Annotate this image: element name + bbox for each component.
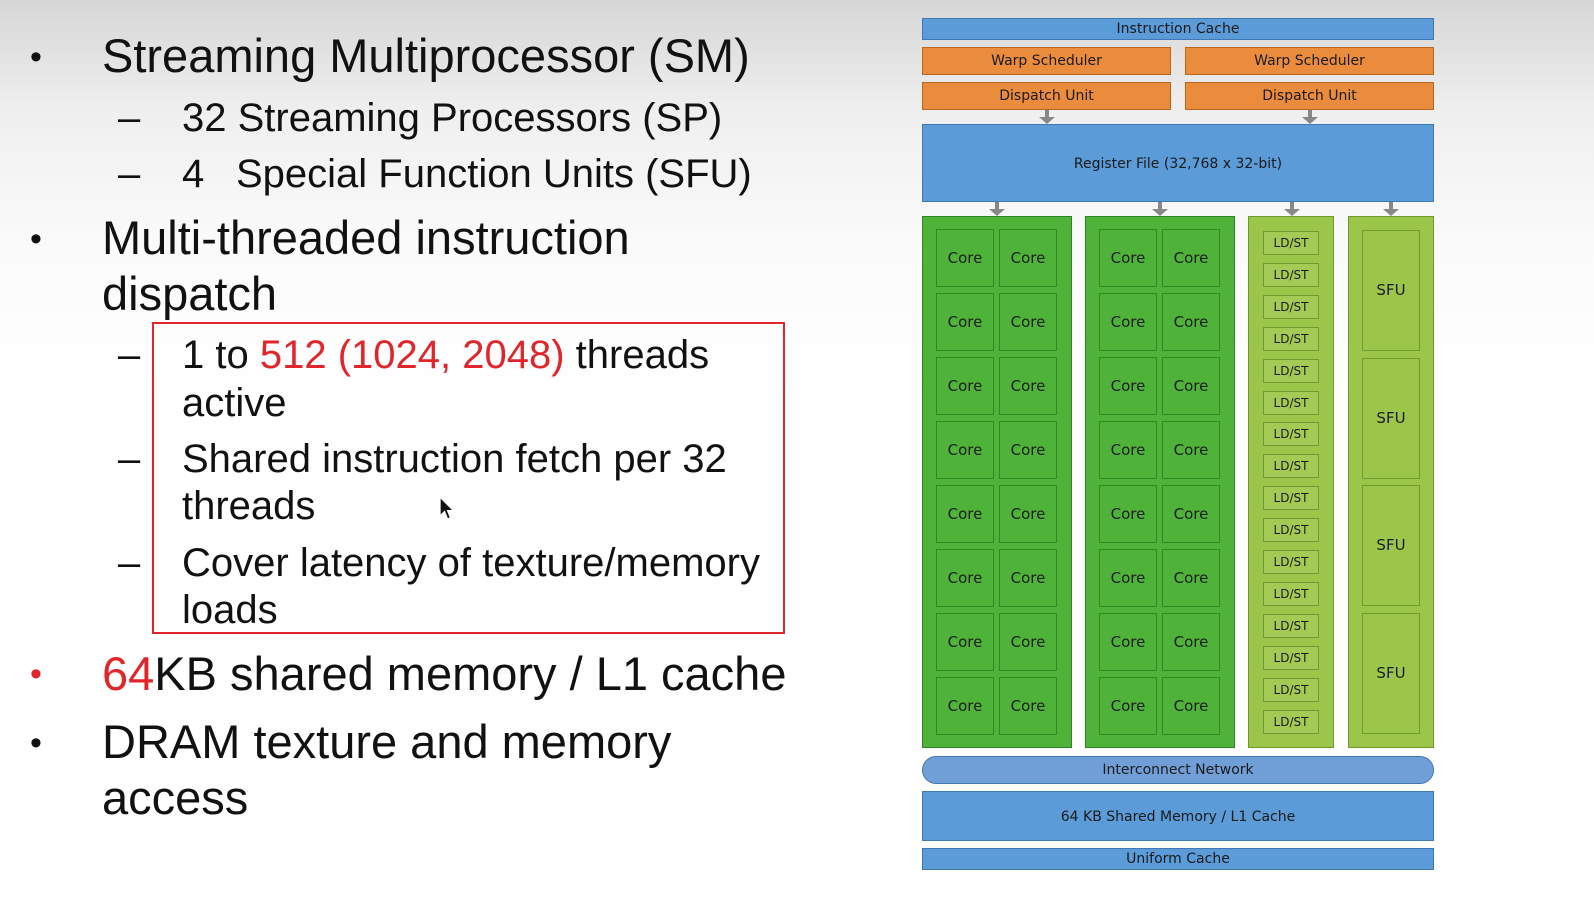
uniform-cache: Uniform Cache	[922, 848, 1434, 870]
ldst-unit: LD/ST	[1263, 677, 1319, 702]
sub-bullet-sfu: Special Function Units (SFU)	[236, 152, 752, 196]
core-unit: Core	[999, 549, 1057, 607]
core-unit: Core	[1162, 485, 1220, 543]
bullet-dram-cont: access	[102, 771, 249, 824]
arrow-down-icon	[1284, 202, 1300, 216]
ldst-unit: LD/ST	[1263, 709, 1319, 734]
core-unit: Core	[999, 421, 1057, 479]
core-unit: Core	[1099, 357, 1157, 415]
core-unit: Core	[1099, 613, 1157, 671]
core-unit: Core	[1099, 549, 1157, 607]
warp-scheduler-left: Warp Scheduler	[922, 47, 1171, 75]
bullet-sm: Streaming Multiprocessor (SM)	[102, 29, 750, 82]
sub-bullet-threads: 1 to 512 (1024, 2048) threads	[182, 333, 709, 378]
core-unit: Core	[999, 485, 1057, 543]
core-unit: Core	[999, 293, 1057, 351]
core-unit: Core	[936, 677, 994, 735]
threads-count: 512 (1024, 2048)	[259, 333, 565, 377]
core-unit: Core	[936, 485, 994, 543]
sub-bullet-threads-cont: active	[182, 381, 287, 425]
core-unit: Core	[1162, 357, 1220, 415]
ldst-unit: LD/ST	[1263, 326, 1319, 351]
ldst-unit: LD/ST	[1263, 645, 1319, 670]
bullet-marker: •	[30, 220, 42, 258]
sub-bullet-fetch-cont: threads	[182, 484, 316, 528]
bullet-marker: •	[30, 38, 42, 76]
dash-marker: –	[118, 333, 141, 377]
core-unit: Core	[1099, 293, 1157, 351]
sub-bullet-fetch: Shared instruction fetch per 32	[182, 437, 727, 481]
core-unit: Core	[1099, 485, 1157, 543]
core-unit: Core	[999, 613, 1057, 671]
core-unit: Core	[936, 613, 994, 671]
core-unit: Core	[936, 293, 994, 351]
ldst-unit: LD/ST	[1263, 550, 1319, 574]
core-unit: Core	[936, 357, 994, 415]
dash-marker: –	[118, 96, 141, 140]
ldst-unit: LD/ST	[1263, 486, 1319, 511]
core-unit: Core	[1162, 677, 1220, 735]
core-unit: Core	[999, 229, 1057, 287]
core-unit: Core	[999, 357, 1057, 415]
dispatch-unit-left: Dispatch Unit	[922, 82, 1171, 110]
ldst-unit: LD/ST	[1263, 390, 1319, 415]
core-unit: Core	[1162, 613, 1220, 671]
sub-bullet-sfu-count: 4	[182, 152, 205, 196]
sub-bullet-sp: 32 Streaming Processors (SP)	[182, 96, 723, 140]
core-unit: Core	[1162, 421, 1220, 479]
shared-memory-text: KB shared memory / L1 cache	[154, 647, 787, 700]
sub-bullet-latency-cont: loads	[182, 588, 278, 632]
core-unit: Core	[936, 421, 994, 479]
ldst-unit: LD/ST	[1263, 518, 1319, 543]
highlight-box	[152, 322, 785, 634]
shared-memory-size: 64	[102, 647, 155, 700]
ldst-unit: LD/ST	[1263, 581, 1319, 606]
core-unit: Core	[999, 677, 1057, 735]
arrow-down-icon	[1039, 110, 1055, 124]
ldst-unit: LD/ST	[1263, 422, 1319, 447]
core-unit: Core	[1162, 229, 1220, 287]
core-unit: Core	[1099, 421, 1157, 479]
sub-bullet-latency: Cover latency of texture/memory	[182, 541, 760, 585]
core-unit: Core	[1162, 549, 1220, 607]
instruction-cache: Instruction Cache	[922, 18, 1434, 40]
bullet-dram: DRAM texture and memory	[102, 715, 672, 768]
dash-marker: –	[118, 152, 141, 196]
bullet-multithreaded: Multi-threaded instruction	[102, 211, 630, 264]
ldst-unit: LD/ST	[1263, 262, 1319, 287]
threads-pre: 1 to	[182, 333, 260, 377]
bullet-marker: •	[30, 724, 42, 762]
dash-marker: –	[118, 437, 141, 481]
arrow-down-icon	[1302, 110, 1318, 124]
bullet-shared-memory: 64KB shared memory / L1 cache	[102, 646, 786, 701]
core-unit: Core	[936, 229, 994, 287]
ldst-unit: LD/ST	[1263, 231, 1319, 255]
warp-scheduler-right: Warp Scheduler	[1185, 47, 1434, 75]
arrow-down-icon	[989, 202, 1005, 216]
sfu-unit: SFU	[1362, 357, 1420, 479]
arrow-down-icon	[1152, 202, 1168, 216]
ldst-unit: LD/ST	[1263, 358, 1319, 383]
threads-post: threads	[564, 333, 710, 377]
mouse-cursor-icon	[439, 496, 456, 520]
core-unit: Core	[936, 549, 994, 607]
ldst-unit: LD/ST	[1263, 613, 1319, 638]
dash-marker: –	[118, 541, 141, 585]
register-file: Register File (32,768 x 32-bit)	[922, 124, 1434, 202]
core-unit: Core	[1099, 677, 1157, 735]
core-unit: Core	[1162, 293, 1220, 351]
sfu-unit: SFU	[1362, 485, 1420, 606]
bullet-multithreaded-cont: dispatch	[102, 267, 278, 320]
sfu-unit: SFU	[1362, 612, 1420, 734]
ldst-unit: LD/ST	[1263, 294, 1319, 319]
interconnect-network: Interconnect Network	[922, 756, 1434, 784]
arrow-down-icon	[1383, 202, 1399, 216]
bullet-marker-red: •	[30, 655, 42, 693]
ldst-unit: LD/ST	[1263, 454, 1319, 479]
sfu-unit: SFU	[1362, 230, 1420, 351]
shared-memory-l1-cache: 64 KB Shared Memory / L1 Cache	[922, 791, 1434, 841]
dispatch-unit-right: Dispatch Unit	[1185, 82, 1434, 110]
core-unit: Core	[1099, 229, 1157, 287]
